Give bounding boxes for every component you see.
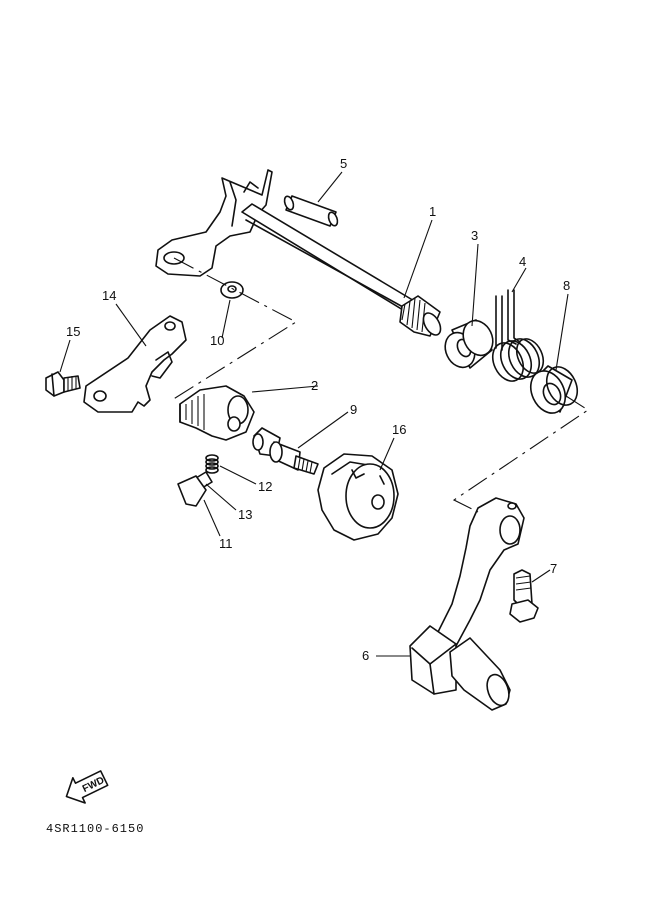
callout-1: 1: [429, 204, 436, 219]
callout-8: 8: [563, 278, 570, 293]
shift-arm: [179, 385, 255, 441]
pawl: [177, 475, 207, 507]
callout-12: 12: [258, 479, 272, 494]
callout-5: 5: [340, 156, 347, 171]
callout-16: 16: [392, 422, 406, 437]
callout-9: 9: [350, 402, 357, 417]
callout-11: 11: [219, 536, 233, 551]
stopper-lever: [83, 315, 187, 413]
diagram-code: 4SR1100-6150: [46, 822, 144, 836]
shift-shaft: [155, 169, 442, 337]
collar: [444, 319, 494, 369]
shift-pedal: [409, 497, 525, 711]
pedal-bolt: [509, 569, 539, 623]
oil-seal: [529, 365, 579, 414]
callout-7: 7: [550, 561, 557, 576]
stud-bolt: [252, 427, 319, 475]
forward-arrow-icon: FWD: [65, 770, 109, 804]
stopper-bolt: [45, 371, 81, 397]
callout-10: 10: [210, 333, 224, 348]
torsion-spring: [491, 289, 545, 382]
callout-4: 4: [519, 254, 526, 269]
callout-6: 6: [362, 648, 369, 663]
shift-drum-segment: [317, 453, 399, 541]
callout-15: 15: [66, 324, 80, 339]
dowel-pin: [283, 195, 339, 227]
callout-2: 2: [311, 378, 318, 393]
assembly-center-lines: [171, 257, 590, 513]
callout-14: 14: [102, 288, 116, 303]
leader-lines: [59, 171, 569, 657]
callout-3: 3: [471, 228, 478, 243]
small-spring: [205, 454, 219, 474]
callout-labels: 1 2 3 4 5 6 7 8 9 10 11 12 13 14 15 16: [66, 156, 570, 663]
callout-13: 13: [238, 507, 252, 522]
